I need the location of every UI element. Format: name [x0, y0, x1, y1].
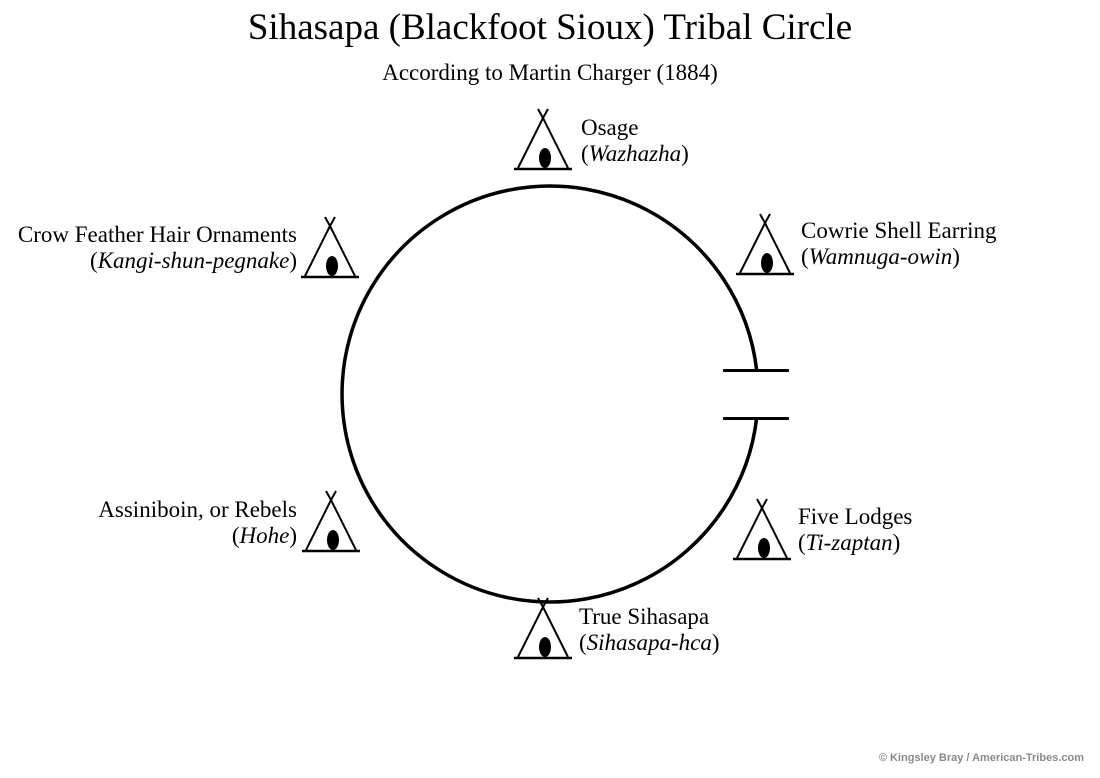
tipi-icon: [300, 489, 362, 553]
tipi-icon: [731, 497, 793, 561]
band-label-osage: Osage (Wazhazha): [581, 115, 689, 167]
band-label-crow-feather-hair-ornaments: Crow Feather Hair Ornaments (Kangi-shun-…: [18, 222, 297, 274]
band-label-true-sihasapa: True Sihasapa (Sihasapa-hca): [579, 604, 720, 656]
band-native-name: (Kangi-shun-pegnake): [90, 248, 297, 273]
band-native-name: (Sihasapa-hca): [579, 630, 720, 655]
band-name: Five Lodges: [798, 504, 913, 529]
band-label-cowrie-shell-earring: Cowrie Shell Earring (Wamnuga-owin): [801, 218, 996, 270]
band-name: Osage: [581, 115, 639, 140]
tipi-icon: [512, 596, 574, 660]
credit-line: © Kingsley Bray / American-Tribes.com: [878, 752, 1084, 764]
band-name: Cowrie Shell Earring: [801, 218, 997, 243]
diagram-subtitle: According to Martin Charger (1884): [382, 60, 718, 85]
band-native-name: (Wamnuga-owin): [801, 244, 960, 269]
tipi-icon: [299, 215, 361, 279]
diagram-title: Sihasapa (Blackfoot Sioux) Tribal Circle: [247, 7, 853, 48]
tipi-icon: [512, 107, 574, 171]
camp-circle: [340, 184, 759, 604]
band-native-name: (Hohe): [231, 523, 297, 548]
band-name: True Sihasapa: [579, 604, 710, 629]
band-label-five-lodges: Five Lodges (Ti-zaptan): [798, 504, 912, 556]
band-label-assiniboin: Assiniboin, or Rebels (Hohe): [98, 497, 297, 549]
tipi-icon: [734, 212, 796, 276]
band-native-name: (Wazhazha): [581, 141, 689, 166]
band-name: Crow Feather Hair Ornaments: [17, 222, 297, 247]
band-native-name: (Ti-zaptan): [798, 530, 901, 555]
band-name: Assiniboin, or Rebels: [98, 497, 297, 522]
